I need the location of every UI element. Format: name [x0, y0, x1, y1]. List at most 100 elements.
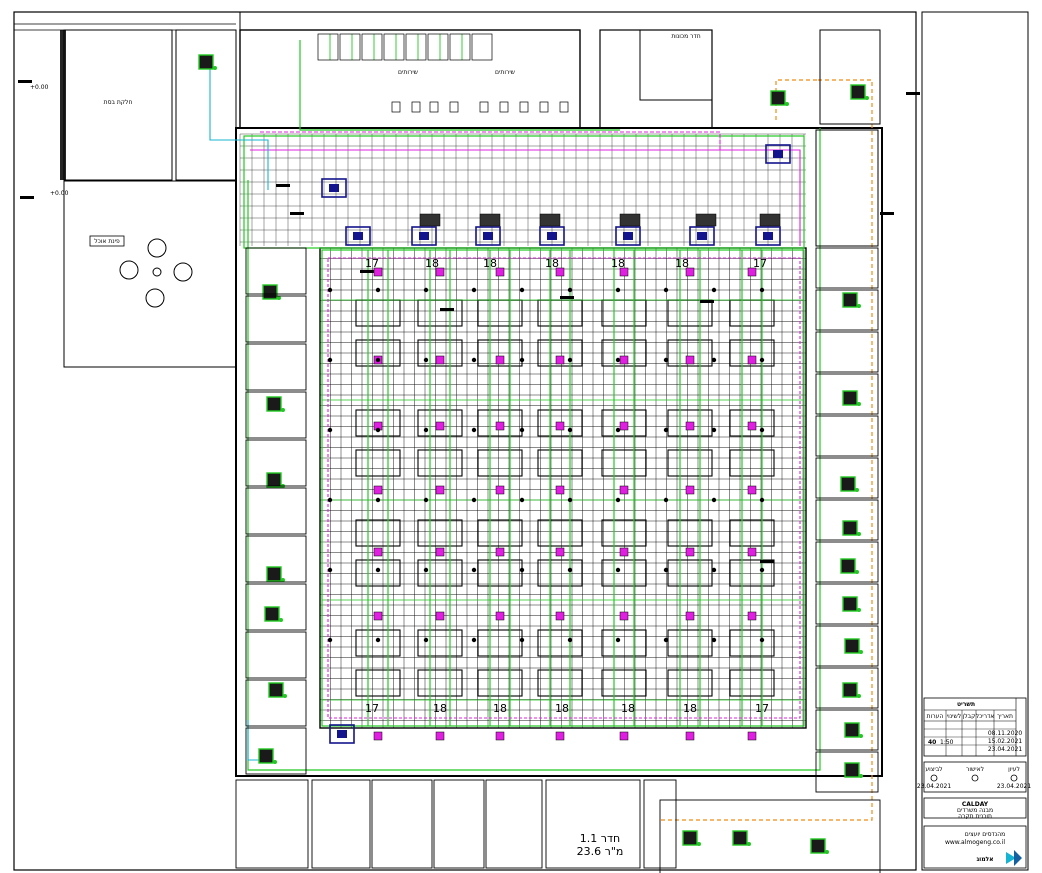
equipment-unit-icon	[844, 638, 860, 654]
fixture-square-icon	[435, 731, 445, 741]
light-dot-icon	[759, 637, 765, 643]
fixture-square-icon	[373, 611, 383, 621]
desk-block	[601, 669, 647, 697]
light-dot-icon	[663, 637, 669, 643]
fixture-square-icon	[435, 485, 445, 495]
desk-block	[667, 409, 713, 437]
level-mark-2: +0.00	[30, 84, 49, 91]
side-room	[815, 289, 879, 331]
equipment-unit-icon	[770, 90, 786, 106]
side-room	[815, 583, 879, 625]
grid-number-bottom: 18	[433, 702, 447, 715]
desk-block	[477, 409, 523, 437]
approval-label: לעיון	[1008, 766, 1020, 773]
fixture-square-icon	[555, 421, 565, 431]
drawing-tag	[360, 270, 374, 273]
sink	[391, 101, 401, 113]
desk-block	[355, 559, 401, 587]
ac-unit-icon	[475, 226, 501, 246]
fixture-square-icon	[495, 485, 505, 495]
bottom-room-label: חדר 1.1	[580, 832, 620, 845]
light-dot-icon	[375, 287, 381, 293]
light-dot-icon	[375, 357, 381, 363]
light-dot-icon	[567, 427, 573, 433]
desk-block	[417, 669, 463, 697]
fixture-square-icon	[685, 267, 695, 277]
equipment-unit-icon	[842, 520, 858, 536]
fixture-square-icon	[435, 355, 445, 365]
light-dot-icon	[615, 637, 621, 643]
light-dot-icon	[423, 357, 429, 363]
company-logo-icon	[1006, 850, 1022, 866]
side-room	[245, 631, 307, 679]
fixture-square-icon	[373, 731, 383, 741]
desk-block	[417, 519, 463, 547]
desk-block	[355, 409, 401, 437]
desk-block	[537, 339, 583, 367]
revision-col-notes: הערות	[927, 713, 944, 720]
equipment-unit-icon	[840, 558, 856, 574]
light-dot-icon	[519, 637, 525, 643]
fixture-square-icon	[555, 611, 565, 621]
drawing-tag	[700, 300, 714, 303]
title-block: תשריט הערות לשינוי קבלן אדריכל תאריך 08.…	[917, 697, 1031, 869]
light-dot-icon	[615, 567, 621, 573]
fixture-square-icon	[555, 547, 565, 557]
fixture-square-icon	[495, 267, 505, 277]
approval-label: לאישור	[966, 766, 984, 773]
fixture-square-icon	[619, 731, 629, 741]
light-dot-icon	[519, 287, 525, 293]
side-room	[815, 751, 879, 793]
grid-number-bottom: 17	[755, 702, 769, 715]
right-top-room	[819, 29, 881, 125]
side-room	[245, 295, 307, 343]
approval-date: 23.04.2021	[917, 783, 952, 790]
equipment-unit-icon	[842, 682, 858, 698]
fixture-square-icon	[619, 267, 629, 277]
light-dot-icon	[375, 567, 381, 573]
fan-coil-icon	[695, 213, 717, 227]
light-dot-icon	[327, 567, 333, 573]
desk-block	[667, 519, 713, 547]
revision-date: 15.02.2021	[988, 738, 1023, 745]
green-lighting-circuits	[243, 34, 821, 771]
desk-block	[477, 519, 523, 547]
light-dot-icon	[519, 497, 525, 503]
desk-block	[355, 519, 401, 547]
machine-room	[639, 29, 713, 101]
client-name: CALDAY	[962, 801, 989, 808]
light-dot-icon	[663, 357, 669, 363]
bottom-left-room	[235, 779, 309, 869]
sink	[479, 101, 489, 113]
fixture-square-icon	[747, 267, 757, 277]
scale-value: 40	[928, 739, 936, 746]
light-dot-icon	[567, 567, 573, 573]
title-block-frame	[921, 11, 1029, 871]
desk-block	[477, 629, 523, 657]
light-dot-icon	[759, 497, 765, 503]
desk-block	[601, 519, 647, 547]
toilet-stall	[449, 33, 471, 61]
fixture-square-icon	[495, 355, 505, 365]
bottom-room	[545, 779, 641, 869]
desk-block	[355, 449, 401, 477]
desk-block	[355, 339, 401, 367]
fan-coil-icon	[619, 213, 641, 227]
toilet-stall	[471, 33, 493, 61]
desk-block	[537, 519, 583, 547]
left-stair-room	[175, 29, 237, 181]
light-dot-icon	[711, 497, 717, 503]
light-dot-icon	[471, 497, 477, 503]
equipment-unit-icon	[266, 566, 282, 582]
fixture-square-icon	[373, 547, 383, 557]
light-dot-icon	[759, 287, 765, 293]
desk-block	[667, 629, 713, 657]
side-room	[815, 331, 879, 373]
desk-block	[417, 629, 463, 657]
light-dot-icon	[471, 427, 477, 433]
equipment-unit-icon	[264, 606, 280, 622]
equipment-unit-icon	[842, 596, 858, 612]
equipment-unit-icon	[682, 830, 698, 846]
fixture-square-icon	[495, 611, 505, 621]
